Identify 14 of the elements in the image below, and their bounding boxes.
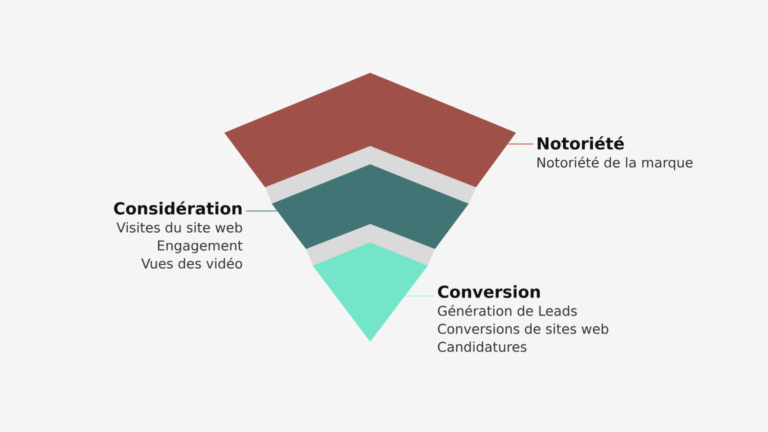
heading: Notoriété xyxy=(538,136,624,150)
body-text: Conversions de sites web xyxy=(438,323,608,334)
body-text: Notoriété de la marque xyxy=(538,156,693,170)
heading: Conversion xyxy=(438,285,540,298)
body-text: Visites du site web xyxy=(116,222,242,233)
body-text: Candidatures xyxy=(438,341,526,352)
body-text: Vues des vidéo xyxy=(141,258,242,269)
funnel-segment xyxy=(312,242,428,342)
body-text: Génération de Leads xyxy=(438,304,577,316)
funnel-segment xyxy=(272,164,469,249)
leader-line xyxy=(246,210,278,212)
funnel-segment xyxy=(224,72,516,188)
body-text: Engagement xyxy=(158,240,242,254)
heading: Considération xyxy=(114,201,242,215)
